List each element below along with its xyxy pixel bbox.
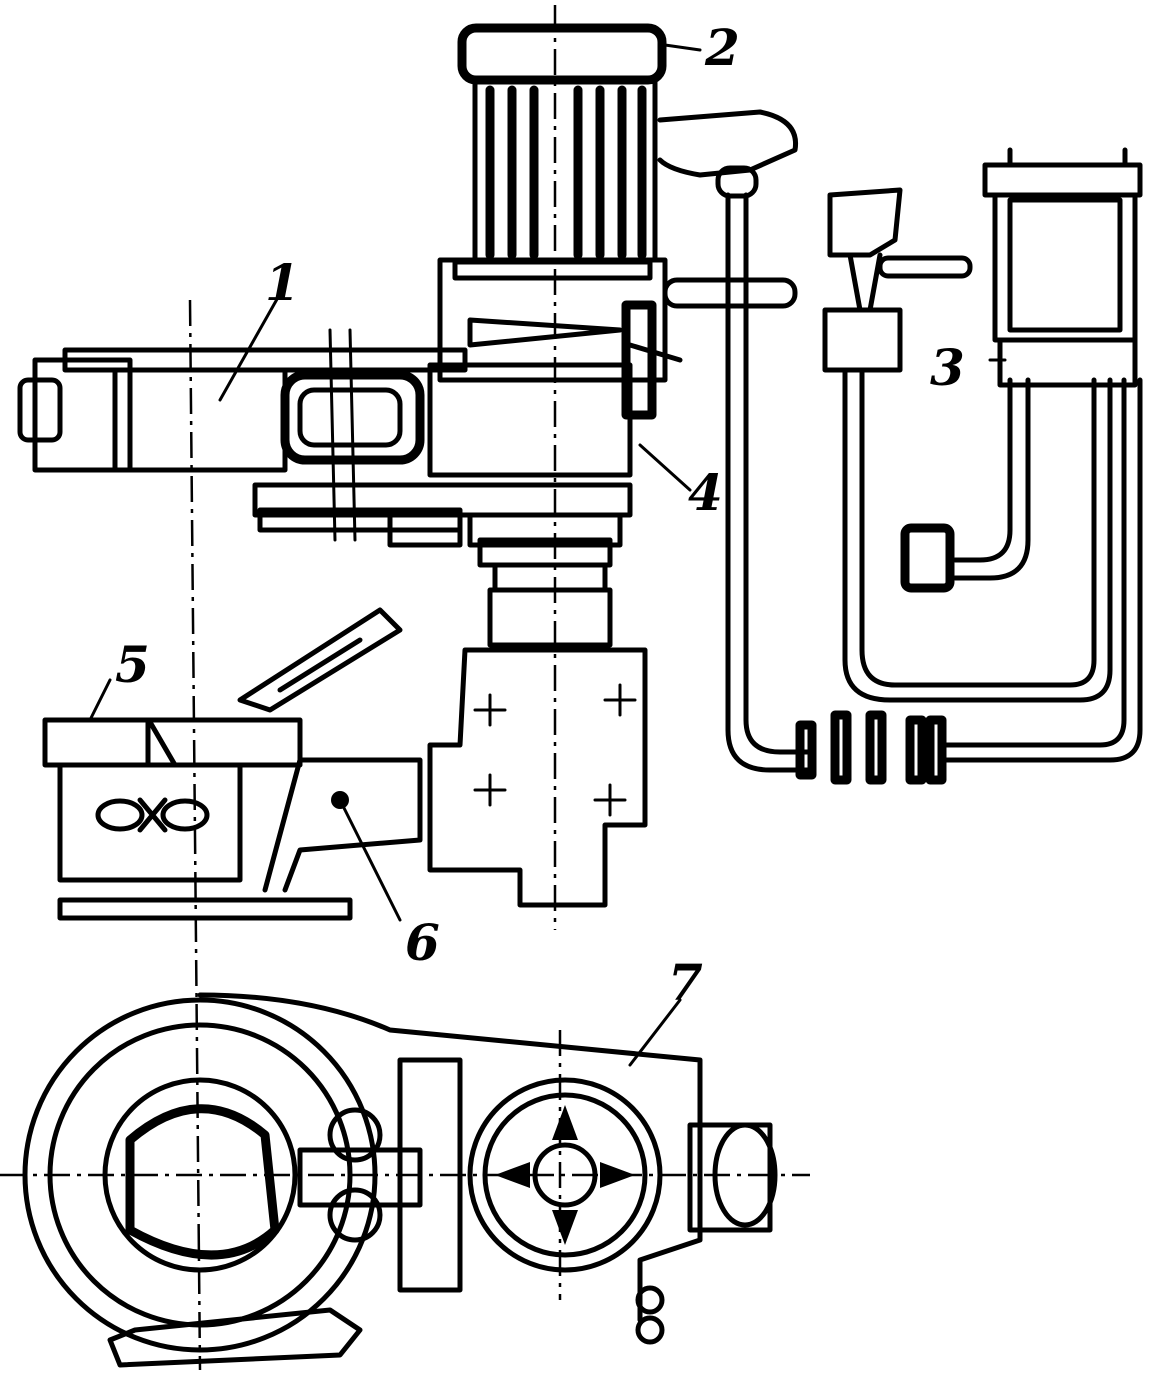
plan-view xyxy=(22,992,778,1368)
gearbox xyxy=(437,277,798,420)
valve xyxy=(822,187,973,373)
callout-7: 7 xyxy=(668,953,703,1012)
coolant-tank xyxy=(982,147,1143,388)
coolant-piping xyxy=(715,165,1143,785)
electric-motor xyxy=(437,23,799,383)
callout-6: 6 xyxy=(405,913,440,972)
leader-lines xyxy=(88,43,1007,1067)
callout-3: 3 xyxy=(930,338,965,397)
callout-5: 5 xyxy=(115,635,150,694)
centerlines xyxy=(0,5,810,1371)
callout-4: 4 xyxy=(688,463,723,522)
callouts: 2 1 3 4 5 6 7 xyxy=(115,18,965,1012)
clamp-assembly xyxy=(42,607,423,921)
arm-assembly xyxy=(17,328,633,648)
callout-1: 1 xyxy=(265,253,300,312)
lower-housing xyxy=(427,647,648,908)
callout-2: 2 xyxy=(704,18,740,77)
